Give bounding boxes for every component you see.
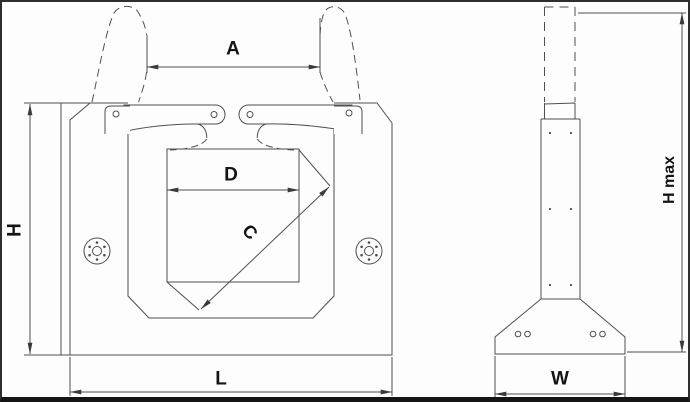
left-finger-dashed <box>91 6 147 103</box>
diamond-corner-bottom <box>166 281 200 311</box>
dimension-a <box>146 18 321 73</box>
clamp-body-outline <box>24 102 393 356</box>
column-rivets <box>548 131 573 287</box>
side-view <box>494 6 686 397</box>
dim-label-h: H <box>4 223 26 237</box>
body-left-plate-chamfer <box>69 102 91 355</box>
dim-label-a: A <box>226 38 240 60</box>
base-outline <box>494 298 626 355</box>
dim-label-h-max: H max <box>661 155 678 205</box>
u-channel-outline <box>127 120 335 319</box>
inner-column <box>544 102 576 119</box>
outer-column <box>540 118 581 299</box>
right-finger-dashed <box>319 6 361 103</box>
dim-label-l: L <box>215 368 227 390</box>
diamond-corner-right <box>298 149 331 187</box>
left-flange <box>83 237 111 265</box>
dim-label-w: W <box>551 368 569 390</box>
right-pivot-plate <box>334 105 363 134</box>
dimension-l <box>69 357 393 396</box>
dimension-w <box>494 356 626 397</box>
dimension-c <box>200 186 330 310</box>
right-flange <box>355 237 383 265</box>
left-arm <box>123 104 226 151</box>
extended-column-dashed <box>544 6 576 102</box>
right-arm <box>238 104 353 151</box>
left-pivot-plate <box>104 105 130 134</box>
base-holes <box>514 330 606 338</box>
dim-label-d: D <box>224 164 238 186</box>
front-view <box>24 6 393 396</box>
dimension-h-max <box>578 12 686 353</box>
